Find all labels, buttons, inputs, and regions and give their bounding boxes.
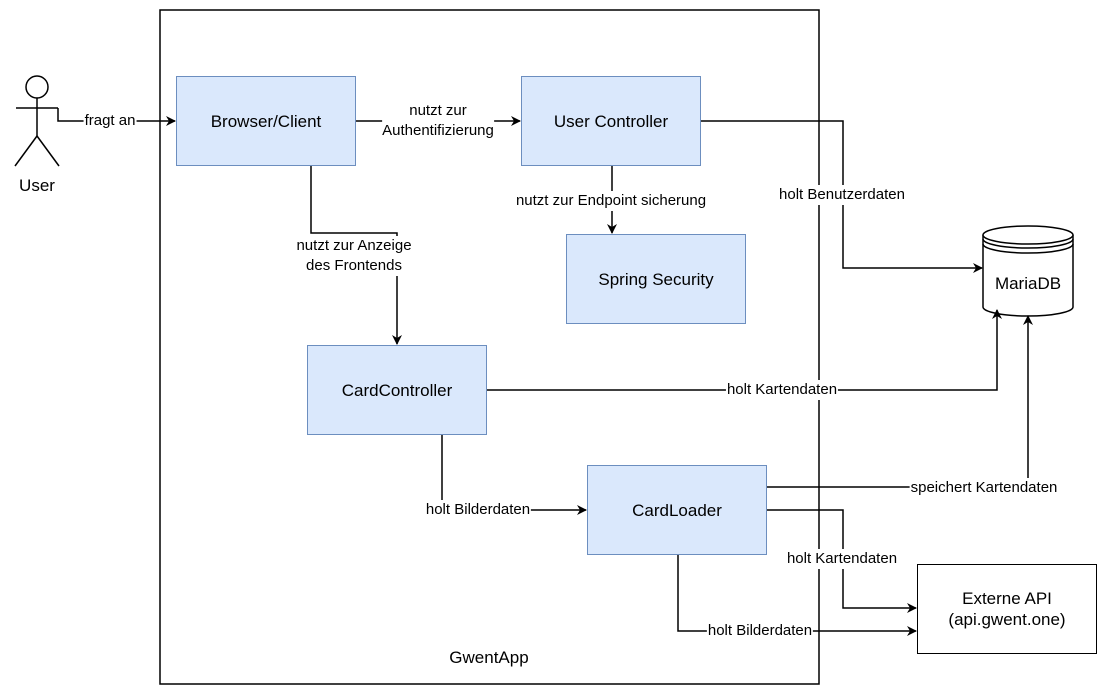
edge-label-bilderdaten-api: holt Bilderdaten [706, 621, 814, 641]
mariadb-label: MariaDB [995, 274, 1061, 293]
edge-label-kartendaten-api: holt Kartendaten [785, 549, 899, 569]
edge-label-endpoint-sicherung: nutzt zur Endpoint sicherung [514, 191, 708, 211]
edge-label-bilderdaten-loader: holt Bilderdaten [424, 500, 532, 520]
browser-client-label: Browser/Client [210, 111, 322, 131]
edge-label-anzeige-line2: des Frontends [296, 256, 412, 276]
edge-label-authentifizierung-line1: nutzt zur [382, 101, 494, 121]
spring-security-label: Spring Security [598, 269, 714, 289]
gwentapp-container [159, 9, 820, 685]
external-api-label-line2: (api.gwent.one) [948, 610, 1066, 629]
edge-label-authentifizierung: nutzt zur Authentifizierung [381, 101, 495, 141]
card-controller-label: CardController [341, 380, 453, 400]
external-api-node[interactable]: Externe API (api.gwent.one) [917, 564, 1097, 654]
edge-label-anzeige-frontend: nutzt zur Anzeige des Frontends [295, 236, 412, 276]
browser-client-node[interactable]: Browser/Client [176, 76, 356, 166]
gwentapp-label: GwentApp [449, 648, 529, 667]
card-controller-node[interactable]: CardController [307, 345, 487, 435]
edge-label-anzeige-line1: nutzt zur Anzeige [296, 236, 412, 256]
edge-cardloader-to-api-images [677, 555, 917, 636]
mariadb-cylinder[interactable] [982, 225, 1074, 317]
edge-label-fragt-an: fragt an [83, 111, 137, 131]
user-controller-label: User Controller [553, 111, 669, 131]
external-api-label-line1: Externe API [962, 589, 1052, 608]
user-actor-label: User [19, 176, 55, 195]
edge-cardcontroller-to-db [487, 309, 1002, 391]
edge-browser-to-cardcontroller [310, 166, 402, 345]
edge-label-speichert-kartendaten: speichert Kartendaten [909, 478, 1059, 498]
edge-label-benutzerdaten: holt Benutzerdaten [778, 185, 906, 205]
edge-label-kartendaten-db: holt Kartendaten [725, 380, 839, 400]
edge-cardloader-to-db [767, 315, 1033, 488]
user-controller-node[interactable]: User Controller [521, 76, 701, 166]
card-loader-label: CardLoader [632, 500, 722, 520]
edge-label-authentifizierung-line2: Authentifizierung [382, 121, 494, 141]
card-loader-node[interactable]: CardLoader [587, 465, 767, 555]
edge-cardcontroller-to-cardloader [441, 435, 587, 515]
user-actor-figure[interactable] [14, 75, 60, 167]
spring-security-node[interactable]: Spring Security [566, 234, 746, 324]
